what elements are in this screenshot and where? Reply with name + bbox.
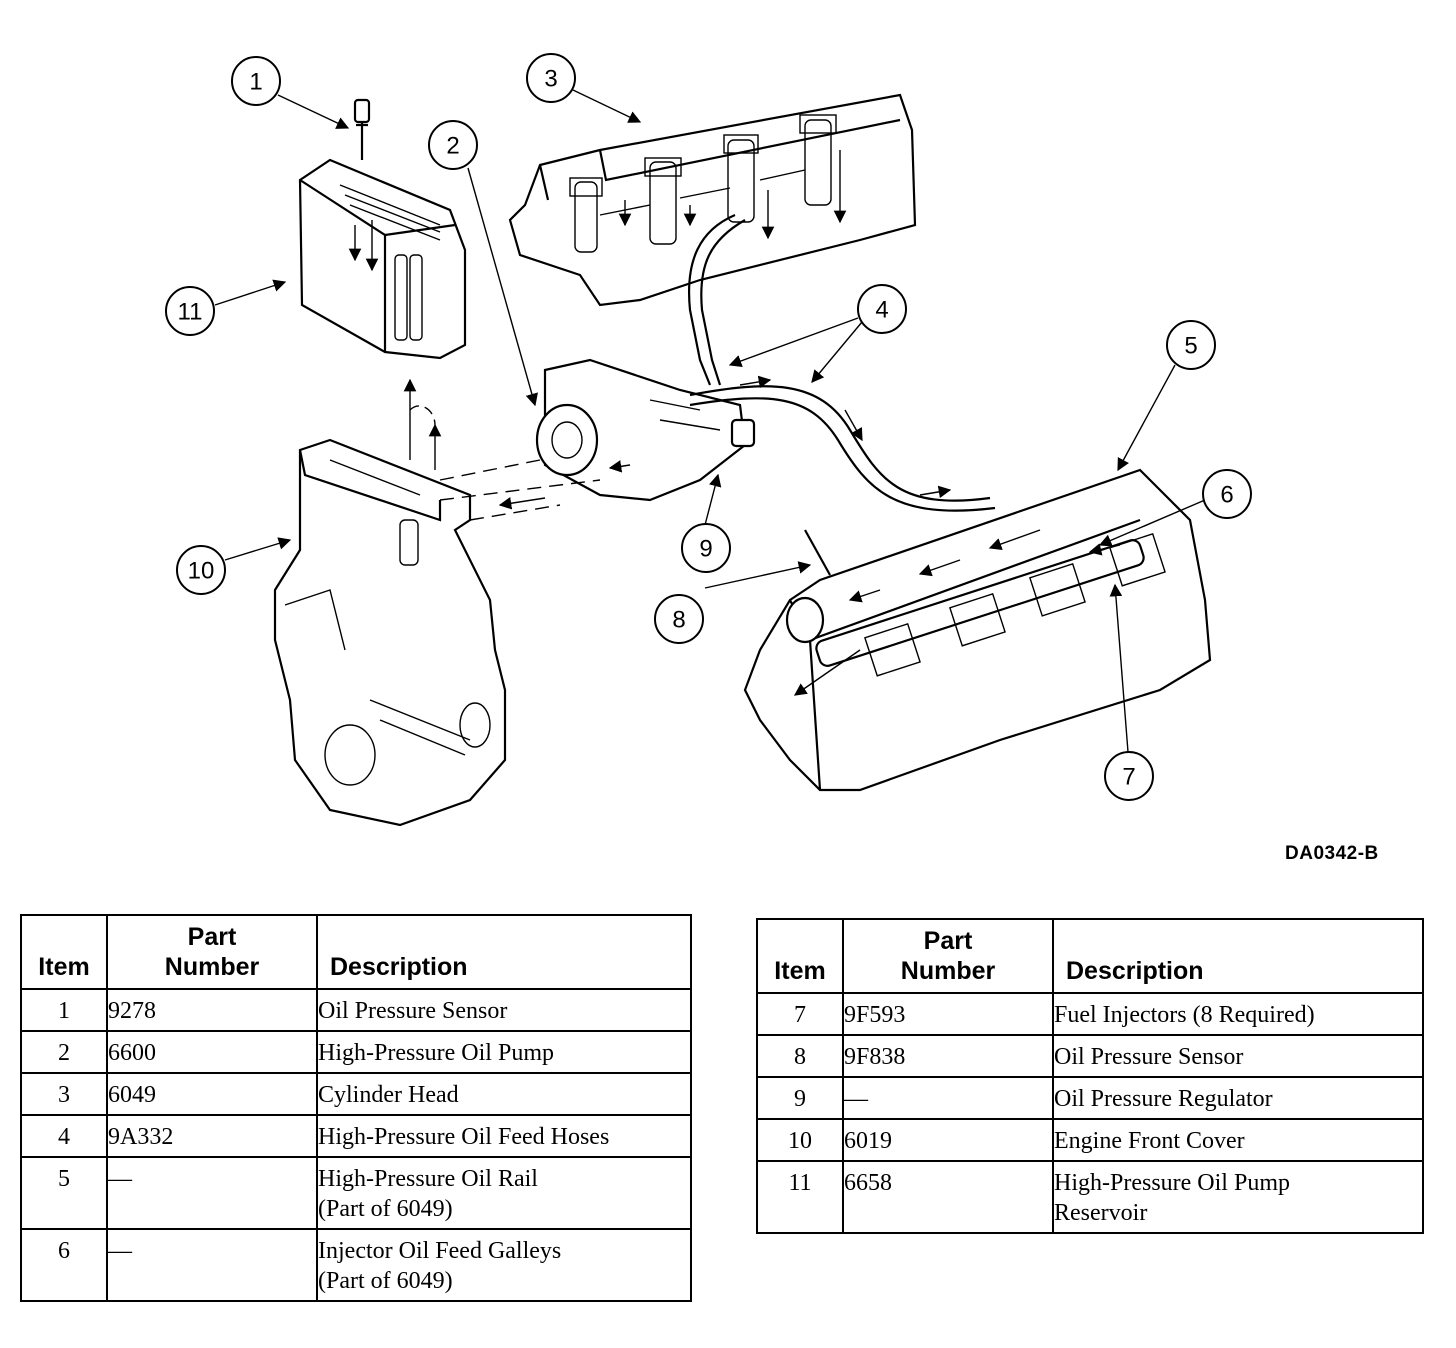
table-row: 7 9F593 Fuel Injectors (8 Required): [756, 992, 1424, 1036]
description-cell: High-Pressure Oil Pump: [316, 1030, 692, 1074]
part-number-cell: 9F593: [842, 992, 1054, 1036]
oil-flow-paths: [403, 378, 631, 521]
table-row: 4 9A332 High-Pressure Oil Feed Hoses: [20, 1114, 692, 1158]
callout-4: 4: [857, 284, 907, 334]
table-row: 1 9278 Oil Pressure Sensor: [20, 988, 692, 1032]
item-cell: 5: [20, 1156, 108, 1230]
item-cell: 11: [756, 1160, 844, 1234]
table-row: 8 9F838 Oil Pressure Sensor: [756, 1034, 1424, 1078]
svg-text:4: 4: [875, 297, 888, 324]
engine-front-cover: [273, 438, 507, 827]
part-number-cell: —: [106, 1156, 318, 1230]
table-row: 5 — High-Pressure Oil Rail(Part of 6049): [20, 1156, 692, 1230]
oil-feed-hoses: [688, 213, 996, 512]
item-cell: 3: [20, 1072, 108, 1116]
figure-code: DA0342-B: [1285, 843, 1379, 864]
svg-text:8: 8: [672, 607, 685, 634]
description-cell: Oil Pressure Regulator: [1052, 1076, 1424, 1120]
description-cell: Oil Pressure Sensor: [316, 988, 692, 1032]
svg-text:5: 5: [1184, 333, 1197, 360]
callout-6: 6: [1202, 469, 1252, 519]
leader-lines: [214, 89, 1206, 753]
svg-text:11: 11: [178, 299, 203, 326]
description-cell: Engine Front Cover: [1052, 1118, 1424, 1162]
item-cell: 4: [20, 1114, 108, 1158]
part-number-cell: 6049: [106, 1072, 318, 1116]
engine-oil-system-diagram: 1 2 3 4 5 6 7 8 9 10 11: [165, 53, 1252, 827]
cylinder-head-upper: [508, 93, 917, 307]
table-row: 6 — Injector Oil Feed Galleys(Part of 60…: [20, 1228, 692, 1302]
header-item: Item: [756, 918, 844, 994]
item-cell: 2: [20, 1030, 108, 1074]
item-cell: 8: [756, 1034, 844, 1078]
svg-text:10: 10: [188, 558, 215, 585]
table-row: 3 6049 Cylinder Head: [20, 1072, 692, 1116]
description-cell: Fuel Injectors (8 Required): [1052, 992, 1424, 1036]
header-description: Description: [316, 914, 692, 990]
part-number-cell: 6658: [842, 1160, 1054, 1234]
svg-text:9: 9: [699, 536, 712, 563]
svg-text:3: 3: [544, 66, 557, 93]
description-cell: High-Pressure Oil Rail(Part of 6049): [316, 1156, 692, 1230]
part-number-cell: 9F838: [842, 1034, 1054, 1078]
item-cell: 9: [756, 1076, 844, 1120]
part-number-cell: 6019: [842, 1118, 1054, 1162]
callout-9: 9: [681, 523, 731, 573]
callout-10: 10: [176, 545, 226, 595]
cylinder-head-lower: [743, 468, 1212, 792]
header-item: Item: [20, 914, 108, 990]
callout-2: 2: [428, 120, 478, 170]
svg-text:7: 7: [1122, 764, 1135, 791]
description-cell: Injector Oil Feed Galleys(Part of 6049): [316, 1228, 692, 1302]
part-number-cell: —: [106, 1228, 318, 1302]
part-number-cell: 9278: [106, 988, 318, 1032]
description-cell: Oil Pressure Sensor: [1052, 1034, 1424, 1078]
callout-7: 7: [1104, 751, 1154, 801]
header-description: Description: [1052, 918, 1424, 994]
description-cell: Cylinder Head: [316, 1072, 692, 1116]
item-cell: 10: [756, 1118, 844, 1162]
callout-3: 3: [526, 53, 576, 103]
svg-text:6: 6: [1220, 482, 1233, 509]
table-row: 9 — Oil Pressure Regulator: [756, 1076, 1424, 1120]
part-number-cell: 9A332: [106, 1114, 318, 1158]
callout-11: 11: [165, 286, 215, 336]
callout-5: 5: [1166, 320, 1216, 370]
description-cell: High-Pressure Oil Feed Hoses: [316, 1114, 692, 1158]
callout-8: 8: [654, 594, 704, 644]
part-number-cell: 6600: [106, 1030, 318, 1074]
table-row: 2 6600 High-Pressure Oil Pump: [20, 1030, 692, 1074]
svg-text:2: 2: [446, 133, 459, 160]
table-row: 10 6019 Engine Front Cover: [756, 1118, 1424, 1162]
svg-text:1: 1: [249, 69, 262, 96]
oil-pump-reservoir: [298, 98, 467, 360]
item-cell: 6: [20, 1228, 108, 1302]
part-number-cell: —: [842, 1076, 1054, 1120]
high-pressure-oil-pump: [535, 358, 756, 502]
callout-1: 1: [231, 56, 281, 106]
item-cell: 1: [20, 988, 108, 1032]
item-cell: 7: [756, 992, 844, 1036]
